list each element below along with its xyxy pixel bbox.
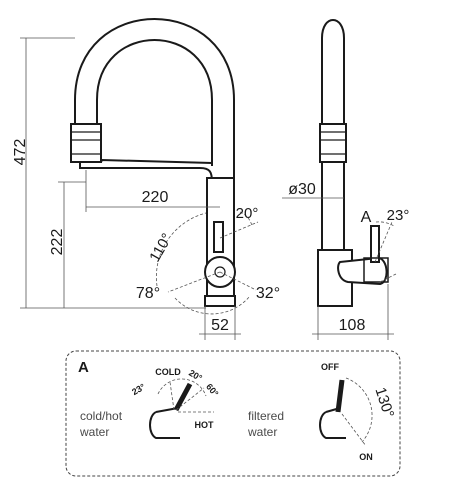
side-knob [337, 256, 388, 286]
angle-60-detail: 60° [204, 382, 221, 399]
lever [213, 221, 224, 253]
front-view: 472 222 220 110° 20° 78° 32° 52 [12, 18, 280, 340]
angle-20: 20° [236, 205, 259, 222]
label-off: OFF [321, 362, 339, 372]
caption-cold-hot-1: cold/hot [80, 409, 123, 423]
detail-a-frame [65, 350, 401, 477]
side-view: ø30 A 23° 108 [282, 19, 410, 340]
dim-52: 52 [211, 317, 229, 334]
spray-head [70, 123, 102, 163]
view-label-a: A [361, 209, 372, 226]
dim-220: 220 [142, 189, 169, 206]
angle-78: 78° [136, 285, 160, 302]
angle-23-detail: 23° [130, 381, 147, 397]
angle-32: 32° [256, 285, 280, 302]
side-lever [370, 225, 380, 263]
caption-filtered-2: water [247, 425, 277, 439]
gooseneck-outer [74, 18, 235, 280]
detail-a-title: A [78, 359, 89, 376]
detail-cold-hot: COLD HOT 23° 20° 60° cold/hot water [79, 367, 221, 439]
angle-110: 110° [146, 231, 176, 265]
angle-130: 130° [371, 385, 397, 420]
dim-diameter-30: ø30 [288, 181, 316, 198]
detail-filtered: OFF ON 130° filtered water [247, 362, 397, 462]
caption-filtered-1: filtered [248, 409, 284, 423]
gooseneck-inner [96, 39, 213, 166]
label-on: ON [359, 452, 373, 462]
label-hot: HOT [195, 420, 215, 430]
dim-222: 222 [49, 229, 66, 256]
caption-cold-hot-2: water [79, 425, 109, 439]
angle-20-detail: 20° [187, 368, 204, 384]
angle-23-side: 23° [387, 207, 410, 224]
detail-a-panel: A COLD HOT 23° 20° 60° cold/hot water OF… [65, 350, 401, 477]
label-cold: COLD [155, 367, 181, 377]
faucet-base [204, 295, 236, 307]
dim-472: 472 [12, 139, 29, 166]
dim-108: 108 [339, 317, 366, 334]
